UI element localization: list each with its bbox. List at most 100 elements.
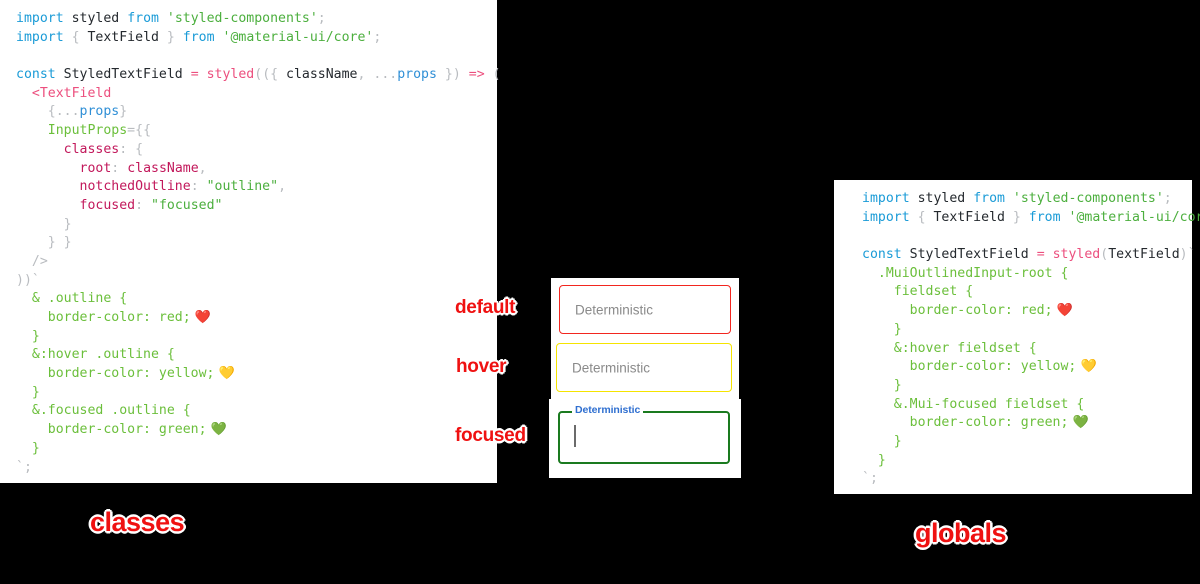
textfield-focused[interactable]: Deterministic — [558, 404, 730, 464]
code-token — [1021, 210, 1029, 225]
code-token: ))` — [16, 272, 40, 288]
code-line: border-color: yellow; 💛 — [862, 358, 1192, 377]
code-line: .MuiOutlinedInput-root { — [862, 265, 1192, 284]
code-token: '@material-ui/core' — [222, 29, 374, 45]
code-token: border-color: green; — [47, 422, 207, 438]
code-line: classes: { — [16, 141, 497, 160]
code-token — [862, 284, 894, 299]
code-token: border-color: red; — [909, 303, 1053, 319]
code-token: 💚 — [1068, 415, 1089, 431]
code-token — [437, 67, 445, 82]
annotation-focused: focused — [455, 425, 526, 446]
code-line: import styled from 'styled-components'; — [862, 190, 1192, 209]
code-token: ... — [373, 67, 398, 83]
code-token: 💛 — [1076, 359, 1097, 375]
code-token: .MuiOutlinedInput-root { — [877, 265, 1069, 281]
code-token: TextField — [79, 29, 167, 45]
code-line: ))` — [16, 272, 497, 291]
code-token: "focused" — [151, 197, 223, 213]
code-line: InputProps={{ — [16, 122, 497, 141]
code-line: notchedOutline: "outline", — [16, 178, 497, 197]
code-token: const — [862, 247, 902, 263]
code-token: from — [182, 29, 215, 45]
code-token: classes — [63, 141, 120, 157]
code-token — [902, 247, 910, 262]
code-token: ... — [55, 104, 80, 120]
code-token — [16, 310, 48, 325]
code-token: styled — [71, 11, 120, 26]
code-line: import { TextField } from '@material-ui/… — [862, 209, 1200, 228]
code-token: } — [166, 29, 175, 45]
textfield-default[interactable]: Deterministic — [559, 285, 731, 334]
code-line: } } — [16, 234, 497, 253]
code-line: } — [862, 452, 1192, 471]
caption-classes: classes — [90, 507, 185, 537]
code-token — [461, 67, 469, 82]
code-token — [199, 67, 207, 82]
code-token: } — [862, 433, 902, 449]
code-token: styled — [917, 191, 966, 206]
code-token — [56, 67, 64, 82]
code-line: &:hover fieldset { — [862, 340, 1192, 359]
code-token: : — [190, 179, 199, 195]
code-token: import — [862, 191, 910, 206]
code-token: border-color: yellow; — [47, 366, 215, 382]
code-token — [143, 198, 151, 213]
code-token: "outline" — [206, 179, 279, 195]
code-line: const StyledTextField = styled(TextField… — [862, 246, 1196, 265]
code-token: from — [973, 191, 1005, 206]
code-token: } — [119, 104, 128, 120]
code-line: `; — [862, 470, 1192, 489]
code-token: import — [16, 29, 64, 45]
code-token: , — [278, 179, 287, 195]
code-token — [16, 179, 80, 194]
code-token: 'styled-components' — [166, 11, 318, 26]
code-token: } — [16, 216, 72, 232]
code-line: border-color: yellow; 💛 — [16, 365, 497, 384]
code-token: {{ — [135, 123, 152, 139]
code-token: '@material-ui/core' — [1068, 209, 1200, 225]
code-token — [64, 11, 72, 26]
code-token: import — [16, 11, 64, 26]
code-token: = — [190, 67, 199, 83]
code-token: { — [71, 29, 80, 45]
code-token: props — [79, 104, 120, 120]
code-token: 💚 — [206, 422, 227, 438]
code-token — [16, 422, 48, 437]
code-token — [127, 142, 135, 157]
code-token: } — [16, 440, 40, 456]
code-line: border-color: green; 💚 — [862, 414, 1192, 433]
textfield-focused-floating-label: Deterministic — [572, 404, 644, 416]
code-token: const — [16, 67, 56, 83]
code-token: ( — [492, 67, 501, 83]
code-line: {...props} — [16, 103, 497, 122]
code-token: fieldset { — [893, 284, 974, 300]
code-token: from — [1028, 209, 1061, 225]
code-token: 💛 — [214, 366, 235, 382]
code-line: import { TextField } from '@material-ui/… — [16, 29, 497, 48]
code-token — [16, 198, 80, 213]
code-token: } — [862, 321, 902, 337]
code-token: &.Mui-focused fieldset { — [893, 396, 1085, 412]
code-token: from — [127, 11, 159, 26]
code-token: InputProps — [47, 123, 128, 139]
code-token — [1005, 191, 1013, 206]
code-line: } — [16, 440, 497, 459]
code-token: ) — [452, 67, 461, 83]
code-token: ❤️ — [190, 310, 212, 325]
code-token: } — [862, 452, 886, 468]
code-line: } — [16, 328, 497, 347]
code-token — [16, 347, 32, 362]
code-token: : — [119, 141, 128, 157]
code-token: { — [47, 104, 56, 120]
code-token: : — [135, 197, 144, 213]
code-token: ; — [373, 29, 382, 45]
code-token — [16, 86, 32, 101]
textfield-hover[interactable]: Deterministic — [556, 343, 732, 392]
code-token: &:hover fieldset { — [893, 340, 1037, 356]
code-token — [1045, 247, 1053, 262]
text-caret — [574, 425, 576, 447]
code-token: StyledTextField — [63, 67, 183, 83]
code-token: border-color: red; — [47, 310, 191, 325]
